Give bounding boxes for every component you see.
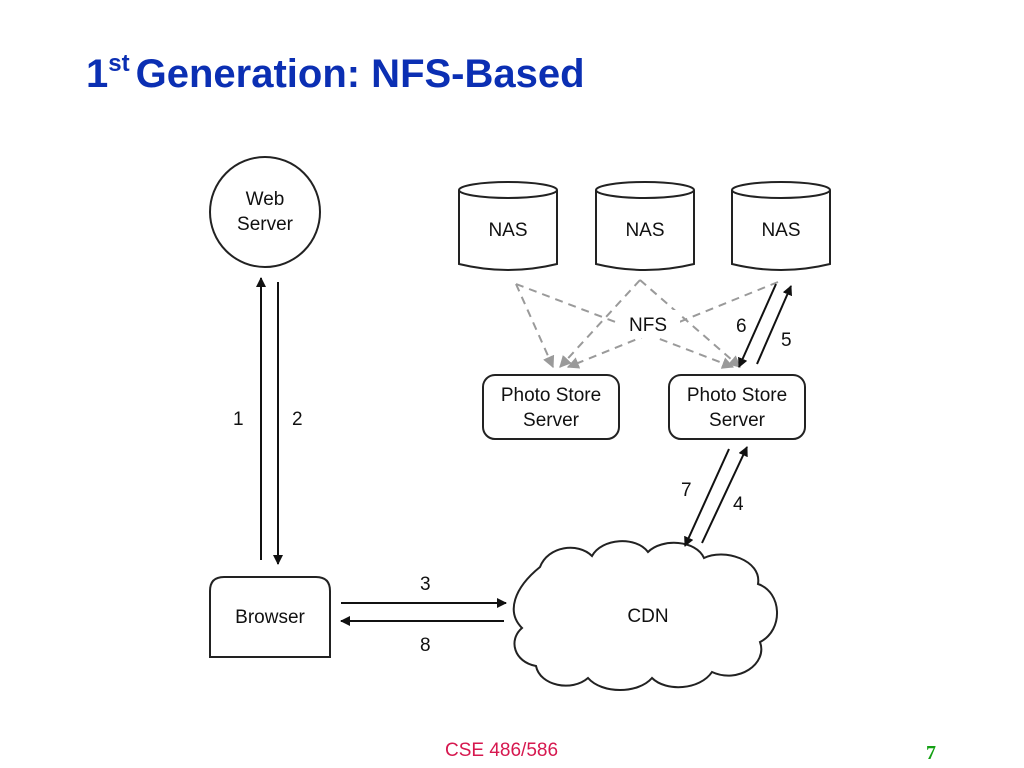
page-number: 7 bbox=[926, 742, 936, 764]
nas-cylinder-body bbox=[458, 190, 558, 271]
nas-label: NAS bbox=[761, 220, 800, 241]
cdn-node: CDN bbox=[512, 540, 778, 691]
nas-cylinder-top bbox=[731, 181, 831, 199]
nas-node-3: NAS bbox=[731, 181, 831, 271]
nfs-arrow-nas2-left bbox=[559, 279, 641, 368]
title-number: 1 bbox=[86, 52, 109, 96]
nas-node-1: NAS bbox=[458, 181, 558, 271]
web-server-node: Web Server bbox=[209, 156, 321, 268]
browser-node: Browser bbox=[209, 576, 331, 658]
photo-store-server-right: Photo Store Server bbox=[668, 374, 806, 440]
nas-label: NAS bbox=[488, 220, 527, 241]
arrow-7-photostore-to-cdn bbox=[684, 448, 730, 547]
cdn-cloud bbox=[512, 540, 778, 691]
arrow-label-6: 6 bbox=[736, 316, 747, 337]
photo-store-box bbox=[482, 374, 620, 440]
photo-store-label-line1: Photo Store bbox=[501, 385, 601, 406]
photo-store-label-line2: Server bbox=[709, 410, 766, 431]
photo-store-label-line2: Server bbox=[523, 410, 580, 431]
web-server-label-line1: Web bbox=[246, 189, 285, 210]
browser-label: Browser bbox=[235, 607, 305, 628]
arrow-label-4: 4 bbox=[733, 494, 744, 515]
photo-store-server-left: Photo Store Server bbox=[482, 374, 620, 440]
title-superscript: st bbox=[108, 50, 130, 77]
arrow-label-2: 2 bbox=[292, 409, 303, 430]
photo-store-label-line1: Photo Store bbox=[687, 385, 787, 406]
arrow-label-5: 5 bbox=[781, 330, 792, 351]
nfs-arrow-nas1-left bbox=[515, 283, 555, 369]
cdn-label: CDN bbox=[627, 606, 668, 627]
nas-label: NAS bbox=[625, 220, 664, 241]
arrow-label-7: 7 bbox=[681, 480, 692, 501]
web-server-circle bbox=[209, 156, 321, 268]
arrow-6-nas-to-photostore bbox=[738, 283, 777, 368]
arrow-label-1: 1 bbox=[233, 409, 244, 430]
nas-node-2: NAS bbox=[595, 181, 695, 271]
nas-cylinder-top bbox=[595, 181, 695, 199]
course-footer: CSE 486/586 bbox=[445, 740, 559, 761]
nas-cylinder-body bbox=[595, 190, 695, 271]
photo-store-box bbox=[668, 374, 806, 440]
arrow-label-3: 3 bbox=[420, 574, 431, 595]
arrow-4-cdn-to-photostore bbox=[701, 446, 748, 544]
nas-cylinder-body bbox=[731, 190, 831, 271]
title-text: Generation: NFS-Based bbox=[135, 52, 585, 96]
request-arrows bbox=[256, 277, 792, 626]
arrow-5-photostore-to-nas bbox=[756, 285, 792, 365]
nfs-label: NFS bbox=[629, 315, 667, 336]
nas-cylinder-top bbox=[458, 181, 558, 199]
arrow-label-8: 8 bbox=[420, 635, 431, 656]
nfs-label-background bbox=[618, 310, 680, 338]
browser-box bbox=[209, 576, 331, 658]
web-server-label-line2: Server bbox=[237, 214, 294, 235]
